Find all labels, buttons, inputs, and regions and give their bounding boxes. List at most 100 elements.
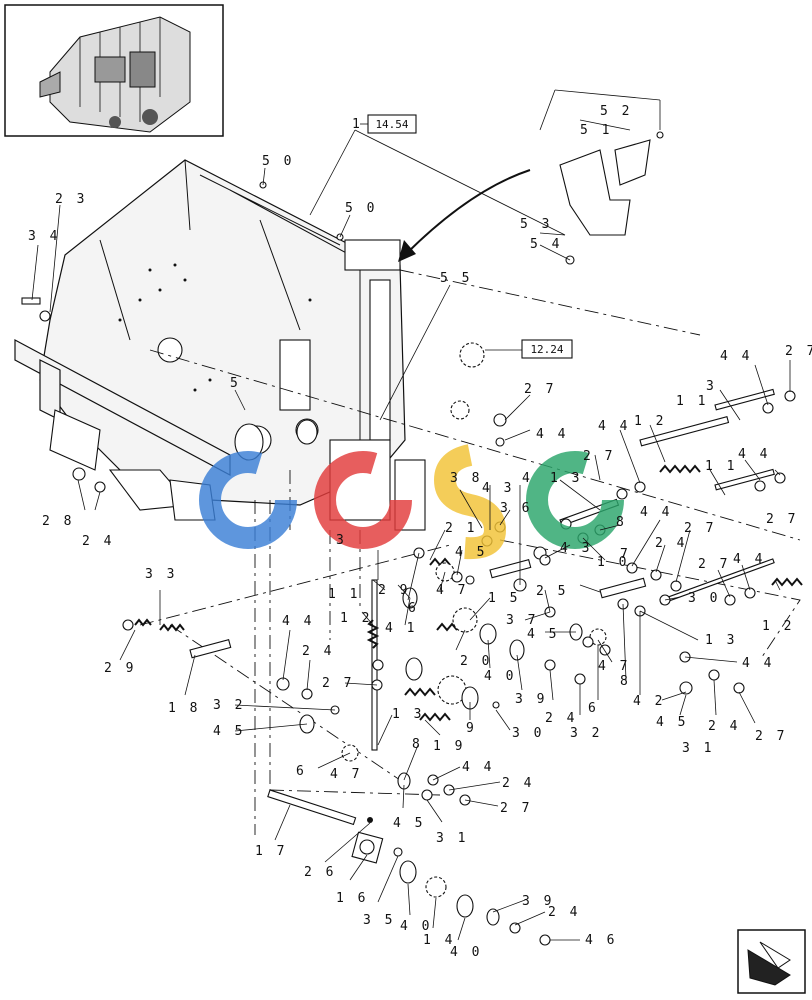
callout-24: 2 4 xyxy=(502,776,534,791)
callout-44: 4 4 xyxy=(738,447,770,462)
callout-47: 4 7 xyxy=(598,659,630,674)
callout-40: 4 0 xyxy=(400,919,432,934)
callout-44: 4 4 xyxy=(598,419,630,434)
callout-25: 2 5 xyxy=(536,584,568,599)
callout-10: 1 0 xyxy=(597,555,629,570)
baler-overview-thumbnail xyxy=(4,4,224,137)
callout-44: 4 4 xyxy=(462,760,494,775)
svg-text:12.24: 12.24 xyxy=(530,343,563,356)
callout-1: 1 xyxy=(352,117,363,132)
callout-34: 3 4 xyxy=(28,229,60,244)
callout-5: 5 xyxy=(230,376,241,391)
reference-box-12-24[interactable]: 12.24 xyxy=(521,339,573,359)
callout-24: 2 4 xyxy=(82,534,114,549)
callout-16: 1 6 xyxy=(336,891,368,906)
callout-44: 4 4 xyxy=(640,505,672,520)
callout-45: 4 5 xyxy=(213,724,245,739)
callout-33: 3 3 xyxy=(145,567,177,582)
callout-38: 3 8 xyxy=(450,471,482,486)
callout-8: 8 xyxy=(620,674,631,689)
callout-45: 4 5 xyxy=(455,545,487,560)
callout-8: 8 xyxy=(412,737,423,752)
callout-46: 4 6 xyxy=(585,933,617,948)
callout-27: 2 7 xyxy=(766,512,798,527)
callout-12: 1 2 xyxy=(340,611,372,626)
callout-12: 1 2 xyxy=(634,414,666,429)
callout-39: 3 9 xyxy=(515,692,547,707)
callout-32: 3 2 xyxy=(570,726,602,741)
callout-55: 5 5 xyxy=(440,271,472,286)
bearing-housing xyxy=(351,831,384,864)
callout-6: 6 xyxy=(408,601,419,616)
callout-43: 4 3 xyxy=(560,541,592,556)
callout-9: 9 xyxy=(466,721,477,736)
callout-27: 2 7 xyxy=(785,344,812,359)
callout-39: 3 9 xyxy=(522,894,554,909)
callout-41: 4 1 xyxy=(385,621,417,636)
construction-lines xyxy=(139,269,801,835)
callout-40: 4 0 xyxy=(484,669,516,684)
callout-17: 1 7 xyxy=(255,844,287,859)
callout-24: 2 4 xyxy=(548,905,580,920)
callout-42: 4 2 xyxy=(633,694,665,709)
leader-lines xyxy=(31,89,791,941)
arrow-head xyxy=(398,240,416,262)
callout-6: 6 xyxy=(296,764,307,779)
callout-50: 5 0 xyxy=(262,154,294,169)
callout-45: 4 5 xyxy=(393,816,425,831)
callout-21: 2 1 xyxy=(445,521,477,536)
callout-24: 2 4 xyxy=(655,536,687,551)
main-frame xyxy=(14,159,426,531)
callout-27: 2 7 xyxy=(755,729,787,744)
callout-13: 1 3 xyxy=(392,707,424,722)
reference-box-14-54[interactable]: 14.54 xyxy=(367,114,417,134)
callout-44: 4 4 xyxy=(742,656,774,671)
callout-18: 1 8 xyxy=(168,701,200,716)
callout-40: 4 0 xyxy=(450,945,482,960)
callout-11: 1 1 xyxy=(676,394,708,409)
bracket-part xyxy=(559,131,664,265)
callout-51: 5 1 xyxy=(580,123,612,138)
callout-24: 2 4 xyxy=(708,719,740,734)
sprockets xyxy=(341,342,607,898)
callout-13: 1 3 xyxy=(550,471,582,486)
callout-27: 2 7 xyxy=(322,676,354,691)
callout-44: 4 4 xyxy=(536,427,568,442)
callout-labels: 1 5 0 5 0 5 2 5 1 5 3 5 4 5 5 2 3 3 4 5 … xyxy=(28,104,812,960)
callout-27: 2 7 xyxy=(684,521,716,536)
callout-26: 2 6 xyxy=(304,865,336,880)
callout-13: 1 3 xyxy=(705,633,737,648)
washers xyxy=(234,419,583,926)
callout-29: 2 9 xyxy=(378,583,410,598)
callout-45: 4 5 xyxy=(656,715,688,730)
callout-20: 2 0 xyxy=(460,654,492,669)
callout-7: 7 xyxy=(620,547,631,562)
callout-29: 2 9 xyxy=(104,661,136,676)
callout-27: 2 7 xyxy=(583,449,615,464)
callout-47: 4 7 xyxy=(330,767,362,782)
callout-31: 3 1 xyxy=(436,831,468,846)
callout-24: 2 4 xyxy=(545,711,577,726)
callout-11: 1 1 xyxy=(705,459,737,474)
callout-27: 2 7 xyxy=(698,557,730,572)
callout-32: 3 2 xyxy=(213,698,245,713)
callout-11: 1 1 xyxy=(328,587,360,602)
callout-12: 1 2 xyxy=(762,619,794,634)
watermark-logo xyxy=(199,444,624,560)
callout-24: 2 4 xyxy=(302,644,334,659)
callout-37: 3 7 xyxy=(506,613,538,628)
callout-3: 3 xyxy=(706,379,717,394)
callout-28: 2 8 xyxy=(42,514,74,529)
callout-8: 8 xyxy=(616,515,627,530)
callout-45: 4 5 xyxy=(527,627,559,642)
callout-50: 5 0 xyxy=(345,201,377,216)
callout-31: 3 1 xyxy=(682,741,714,756)
callout-36: 3 6 xyxy=(500,501,532,516)
next-page-arrow-icon[interactable] xyxy=(737,929,806,994)
callout-30: 3 0 xyxy=(688,591,720,606)
callout-27: 2 7 xyxy=(524,382,556,397)
callout-44: 4 4 xyxy=(720,349,752,364)
callout-19: 1 9 xyxy=(433,739,465,754)
callout-4: 4 xyxy=(522,471,533,486)
